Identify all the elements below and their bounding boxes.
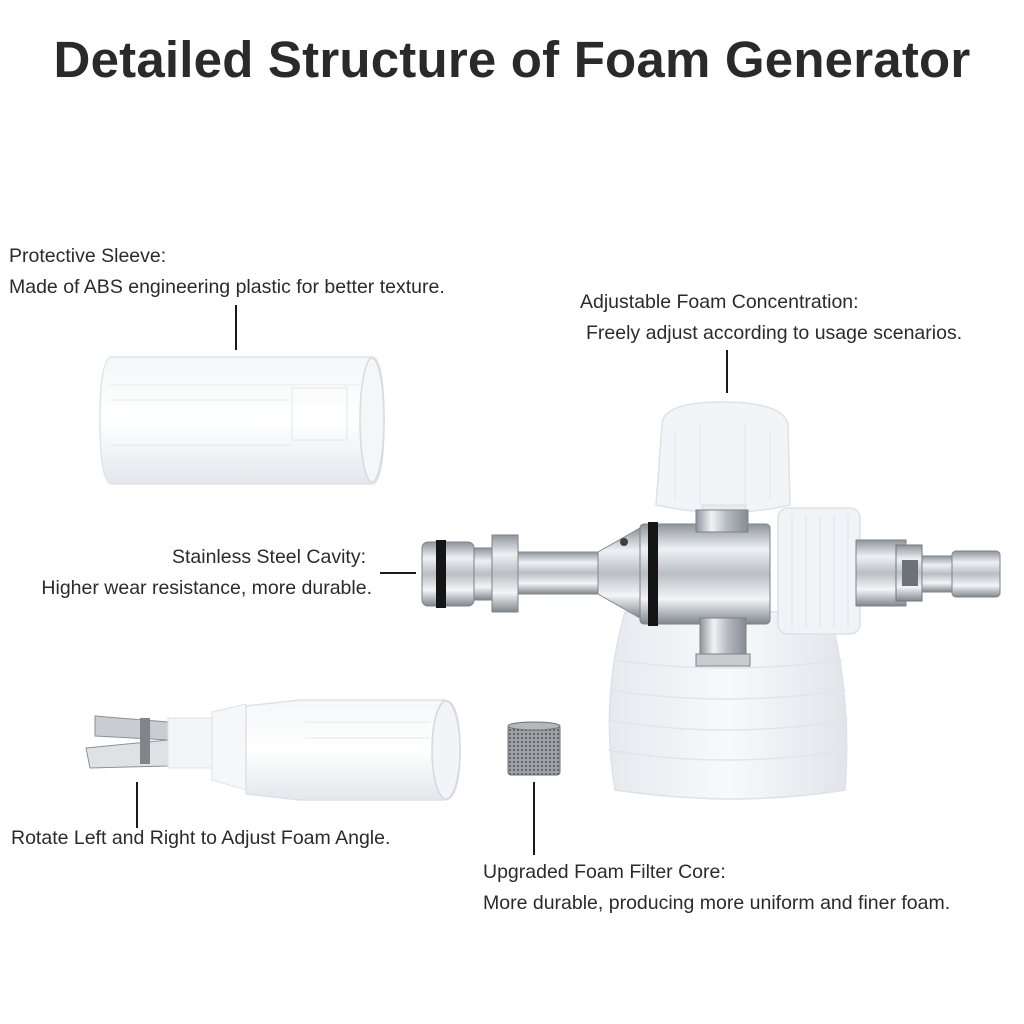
callout-foam-angle: Rotate Left and Right to Adjust Foam Ang… <box>11 823 390 854</box>
stainless-steel-body <box>421 509 1001 667</box>
callout-heading: Upgraded Foam Filter Core: <box>483 861 726 883</box>
leader-lines <box>136 305 728 855</box>
callout-text: More durable, producing more uniform and… <box>483 892 951 914</box>
callout-text: Rotate Left and Right to Adjust Foam Ang… <box>11 827 391 849</box>
callout-text: Made of ABS engineering plastic for bett… <box>9 276 445 298</box>
angle-housing-part <box>777 507 861 635</box>
callout-filter-core: Upgraded Foam Filter Core: More durable,… <box>483 857 950 919</box>
callout-text: Freely adjust according to usage scenari… <box>586 322 963 344</box>
callout-heading: Protective Sleeve: <box>9 245 167 267</box>
callout-heading: Stainless Steel Cavity: <box>171 546 366 568</box>
callout-steel-cavity: Stainless Steel Cavity: Higher wear resi… <box>0 542 372 604</box>
page-title: Detailed Structure of Foam Generator <box>53 31 971 88</box>
callout-foam-concentration: Adjustable Foam Concentration: Freely ad… <box>580 287 962 349</box>
callout-heading: Adjustable Foam Concentration: <box>580 291 859 313</box>
callout-protective-sleeve: Protective Sleeve: Made of ABS engineeri… <box>9 241 445 303</box>
bottle-part <box>607 611 849 800</box>
nozzle-part <box>85 699 461 801</box>
callout-text: Higher wear resistance, more durable. <box>41 577 372 599</box>
filter-core-part <box>507 721 561 776</box>
protective-sleeve-part <box>99 356 385 485</box>
